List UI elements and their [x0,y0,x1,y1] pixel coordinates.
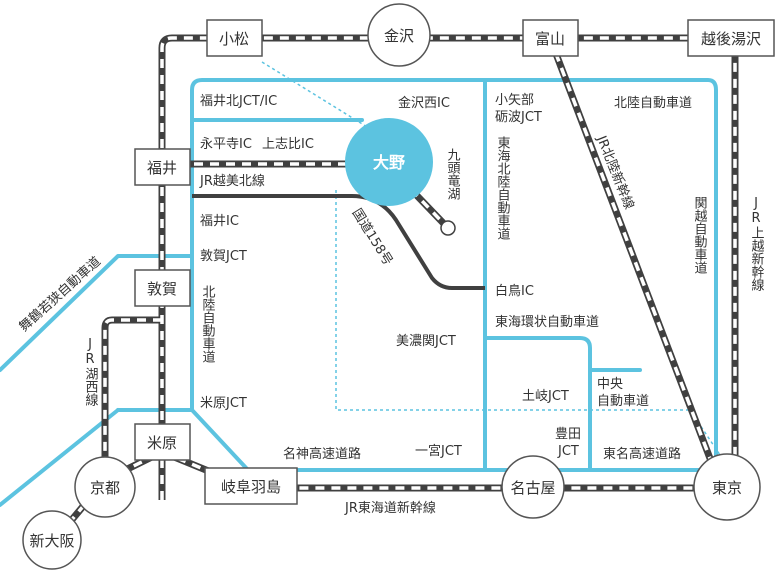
station-tsuruga-label: 敦賀 [147,280,177,298]
station-gifu-hashima-label: 岐阜羽島 [221,478,281,496]
label-ichinomiya-jct: 一宮JCT [415,443,462,459]
label-hokuriku-expressway-left: 北陸自動車道 [200,285,216,363]
station-echigo-yuzawa: 越後湯沢 [687,19,775,57]
station-komatsu: 小松 [206,19,263,57]
station-maibara-label: 米原 [147,434,177,452]
station-shin-osaka-label: 新大阪 [29,532,74,550]
station-nagoya: 名古屋 [501,455,565,519]
label-kuzuryu-lake: 九頭竜湖 [445,148,461,200]
label-tokai-hokuriku: 東海北陸自動車道 [495,135,511,240]
station-shin-osaka: 新大阪 [22,510,82,570]
label-maizuru-wakasa: 舞鶴若狭自動車道 [16,253,104,334]
label-maihara-jct: 米原JCT [200,396,247,411]
expressway-kyoto [0,408,120,507]
hub-ono-label: 大野 [373,153,405,172]
station-kyoto-label: 京都 [90,479,120,497]
station-toyama: 富山 [522,19,579,57]
label-jr-joetsu: JR上越新幹線 [749,196,765,291]
label-toki-jct: 土岐JCT [522,389,569,404]
label-oyabe-1: 小矢部 [495,93,534,108]
label-kanetsu: 関越自動車道 [692,196,708,274]
expressway-maizuru-wakasa [0,254,194,372]
label-meishin: 名神高速道路 [283,446,361,462]
expressway-meishin [116,408,718,472]
label-fukui-ic: 福井IC [200,214,239,229]
station-maibara: 米原 [134,423,191,461]
station-toyama-label: 富山 [535,30,565,48]
label-toyota-1: 豊田 [555,427,581,442]
station-kyoto: 京都 [74,456,136,518]
dashed-route [261,61,721,456]
station-komatsu-label: 小松 [219,30,249,48]
label-minoseki-jct: 美濃関JCT [396,334,456,349]
station-nagoya-label: 名古屋 [510,479,555,497]
label-oyabe-2: 砺波JCT [495,110,542,125]
label-toyota-2: JCT [557,444,579,459]
label-hokuriku-expressway-top: 北陸自動車道 [614,95,692,111]
label-national-road-158: 国道158号 [349,206,396,268]
station-tsuruga: 敦賀 [134,269,191,307]
station-gifu-hashima: 岐阜羽島 [204,467,298,505]
label-jr-kosei: JR湖西線 [83,337,99,406]
expressway-loop [190,78,718,470]
label-fukuikita-jct: 福井北JCT/IC [200,94,277,109]
label-kanazawa-nishi-ic: 金沢西IC [398,95,450,111]
hub-ono [345,118,433,206]
label-jr-etsumihoku: JR越美北線 [199,173,265,189]
label-kamishihi-ic: 上志比IC [262,137,314,152]
label-jr-tokaido-shinkansen: JR東海道新幹線 [344,500,436,516]
label-tomei: 東名高速道路 [603,446,681,462]
label-chuo-1: 中央 [597,377,623,392]
station-kanazawa-label: 金沢 [384,27,414,45]
label-chuo-2: 自動車道 [597,394,649,409]
station-tokyo-label: 東京 [712,479,742,497]
rail-lines [52,34,739,543]
label-tsuruga-jct: 敦賀JCT [200,248,247,264]
station-fukui: 福井 [134,148,191,186]
label-tokai-kanjo: 東海環状自動車道 [495,314,599,330]
national-road-158 [192,194,485,290]
expressway-tokai-kanjo [483,336,592,472]
label-eiheiji-ic: 永平寺IC [200,137,252,152]
station-kanazawa: 金沢 [367,3,431,67]
label-shirotori-ic: 白鳥IC [495,283,534,299]
station-echigo-yuzawa-label: 越後湯沢 [701,30,761,48]
expressways [0,78,718,507]
station-fukui-label: 福井 [147,159,177,177]
station-tokyo: 東京 [693,453,761,521]
kuzuryu-lake-terminal [440,220,456,236]
